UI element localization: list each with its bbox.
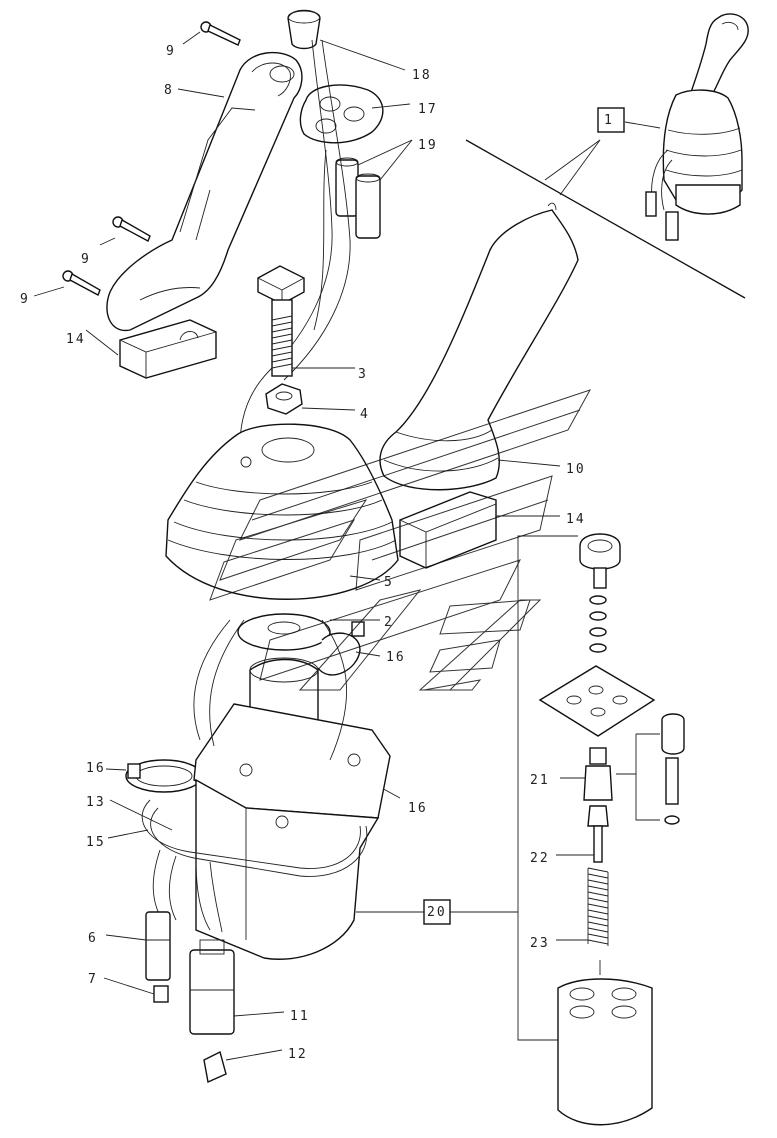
callout-12: 12 [288, 1047, 308, 1062]
callout-box-1 [597, 107, 625, 133]
callout-22: 22 [530, 851, 550, 866]
bolt-part [257, 265, 305, 377]
button-plate-part [299, 84, 384, 144]
nut-part [265, 383, 303, 415]
callout-8: 8 [164, 83, 174, 98]
screw-middle [112, 216, 151, 242]
callout-9-upper: 9 [166, 44, 176, 59]
bracket-part-upper [119, 319, 217, 379]
callout-21: 21 [530, 773, 550, 788]
callout-11: 11 [290, 1009, 310, 1024]
callout-1: 1 [604, 113, 614, 128]
seal-kit-part [661, 713, 685, 825]
callout-10: 10 [566, 462, 586, 477]
callout-2: 2 [384, 615, 394, 630]
button-cap-part [287, 9, 321, 50]
callout-9-lower: 9 [20, 292, 30, 307]
spring-part [587, 867, 609, 946]
callout-box-20 [423, 899, 451, 925]
connector-part-6 [145, 911, 171, 981]
callout-17: 17 [418, 102, 438, 117]
pin-part [587, 805, 609, 863]
cam-plate-part [538, 665, 656, 737]
callout-3: 3 [358, 367, 368, 382]
callout-23: 23 [530, 936, 550, 951]
callout-9-middle: 9 [81, 252, 91, 267]
manufacturer-watermark-logo [209, 389, 592, 691]
callout-5: 5 [384, 575, 394, 590]
handle-half-part [106, 51, 303, 332]
terminal-part-7 [153, 985, 169, 1003]
plunger-part [583, 747, 613, 801]
terminal-part-12 [203, 1050, 227, 1084]
callout-14-upper: 14 [66, 332, 86, 347]
callout-4: 4 [360, 407, 370, 422]
callout-14-right: 14 [566, 512, 586, 527]
callout-20: 20 [427, 905, 447, 920]
screw-lower [62, 270, 101, 296]
switch-part-2 [355, 173, 381, 239]
callout-19: 19 [418, 138, 438, 153]
valve-plug-part [579, 533, 621, 589]
callout-6: 6 [88, 931, 98, 946]
callout-16-upper: 16 [386, 650, 406, 665]
screw-upper [200, 21, 241, 46]
joystick-base-part [193, 657, 391, 960]
connector-part-11 [189, 939, 235, 1035]
callout-15: 15 [86, 835, 106, 850]
callout-16-left: 16 [86, 761, 106, 776]
callout-7: 7 [88, 972, 98, 987]
callout-18: 18 [412, 68, 432, 83]
handle-grip-part [379, 202, 579, 491]
washer-part [237, 613, 331, 651]
clip-part-left [125, 759, 203, 793]
bracket-part-right [399, 491, 497, 569]
rubber-boot-part [165, 423, 399, 600]
valve-body-part [557, 960, 653, 1126]
o-rings-part [589, 595, 607, 653]
callout-16-right: 16 [408, 801, 428, 816]
callout-13: 13 [86, 795, 106, 810]
inset-assembled-joystick [465, 13, 749, 299]
